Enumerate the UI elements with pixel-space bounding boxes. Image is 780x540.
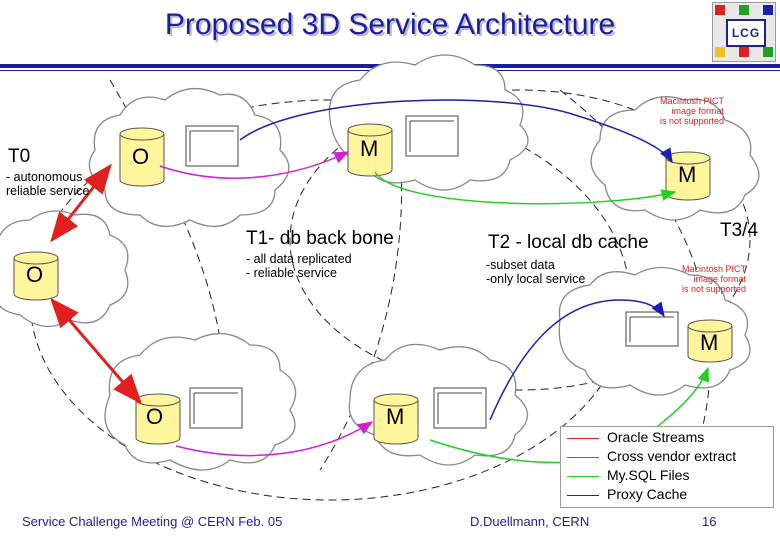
tier-desc-t1: - all data replicated - reliable service xyxy=(246,252,352,280)
db-cylinder-m-top xyxy=(347,123,393,177)
node-o-top: O xyxy=(132,144,150,169)
db-cylinder-m-mid-right xyxy=(687,319,733,363)
tier-desc-t0: - autonomous reliable service xyxy=(6,170,89,198)
logo-tile xyxy=(763,47,773,57)
lcg-logo-icon: LCG xyxy=(712,2,776,62)
tier-label-t1: T1- db back bone xyxy=(246,228,394,249)
proxy-cache-links xyxy=(239,99,673,421)
server-box-o-top xyxy=(185,125,239,167)
server-box-o-bottom xyxy=(189,387,243,429)
placeholder-line: image format xyxy=(671,106,725,116)
logo-tile xyxy=(739,47,749,57)
db-cylinder-o-top xyxy=(119,127,165,187)
db-cylinder-m-bottom xyxy=(373,393,419,445)
unsupported-image-placeholder: Macintosh PICT image format is not suppo… xyxy=(660,96,724,126)
tier-label-t0: T0 xyxy=(8,146,31,167)
tier-desc-t2: -subset data -only local service xyxy=(486,258,585,286)
desc-line: - all data replicated xyxy=(246,252,352,266)
desc-line: - reliable service xyxy=(246,266,338,280)
node-m-mid-right: M xyxy=(700,330,719,355)
oracle-streams-links xyxy=(50,163,142,405)
legend-label: Proxy Cache xyxy=(607,486,688,502)
logo-tile xyxy=(715,47,725,57)
legend-swatch xyxy=(567,438,599,439)
unsupported-image-placeholder: Macintosh PICT image format is not suppo… xyxy=(682,264,746,294)
logo-tile xyxy=(739,5,749,15)
legend-label: My.SQL Files xyxy=(607,467,690,483)
legend-label: Cross vendor extract xyxy=(607,448,737,464)
node-o-left: O xyxy=(26,262,44,287)
node-m-top: M xyxy=(360,136,379,161)
page-number: 16 xyxy=(702,514,717,529)
legend-item: Proxy Cache xyxy=(565,486,771,506)
legend-label: Oracle Streams xyxy=(607,429,705,445)
node-m-bottom: M xyxy=(386,404,405,429)
legend-swatch xyxy=(567,457,599,458)
db-cylinder-m-right xyxy=(665,151,711,201)
node-m-right: M xyxy=(678,162,697,187)
db-cylinder-o-left xyxy=(13,251,59,301)
placeholder-line: Macintosh PICT xyxy=(660,96,725,106)
placeholder-line: is not supported xyxy=(660,116,725,126)
footer-meeting: Service Challenge Meeting @ CERN Feb. 05 xyxy=(22,514,283,529)
logo-tile xyxy=(715,5,725,15)
legend-swatch xyxy=(567,476,599,477)
desc-line: - autonomous xyxy=(6,170,83,184)
server-box-m-top xyxy=(405,115,459,157)
server-box-m-mid-right xyxy=(625,311,679,347)
legend: Oracle Streams Cross vendor extract My.S… xyxy=(560,426,774,508)
node-o-bottom: O xyxy=(146,404,164,429)
server-box-m-bottom xyxy=(433,387,487,429)
legend-item: Cross vendor extract xyxy=(565,448,771,468)
desc-line: -subset data xyxy=(486,258,555,272)
logo-text: LCG xyxy=(726,19,766,47)
desc-line: reliable service xyxy=(6,184,90,198)
desc-line: -only local service xyxy=(486,272,586,286)
db-cylinder-o-bottom xyxy=(135,393,181,445)
legend-item: My.SQL Files xyxy=(565,467,771,487)
footer-author: D.Duellmann, CERN xyxy=(470,514,590,529)
cross-vendor-links xyxy=(159,151,374,457)
logo-tile xyxy=(763,5,773,15)
legend-item: Oracle Streams xyxy=(565,429,771,449)
placeholder-line: image format xyxy=(693,274,747,284)
page-title: Proposed 3D Service Architecture xyxy=(164,8,616,41)
legend-swatch xyxy=(567,495,599,496)
tier-label-t34: T3/4 xyxy=(720,220,759,241)
tier-label-t2: T2 - local db cache xyxy=(488,232,649,253)
placeholder-line: is not supported xyxy=(682,284,747,294)
placeholder-line: Macintosh PICT xyxy=(682,264,747,274)
